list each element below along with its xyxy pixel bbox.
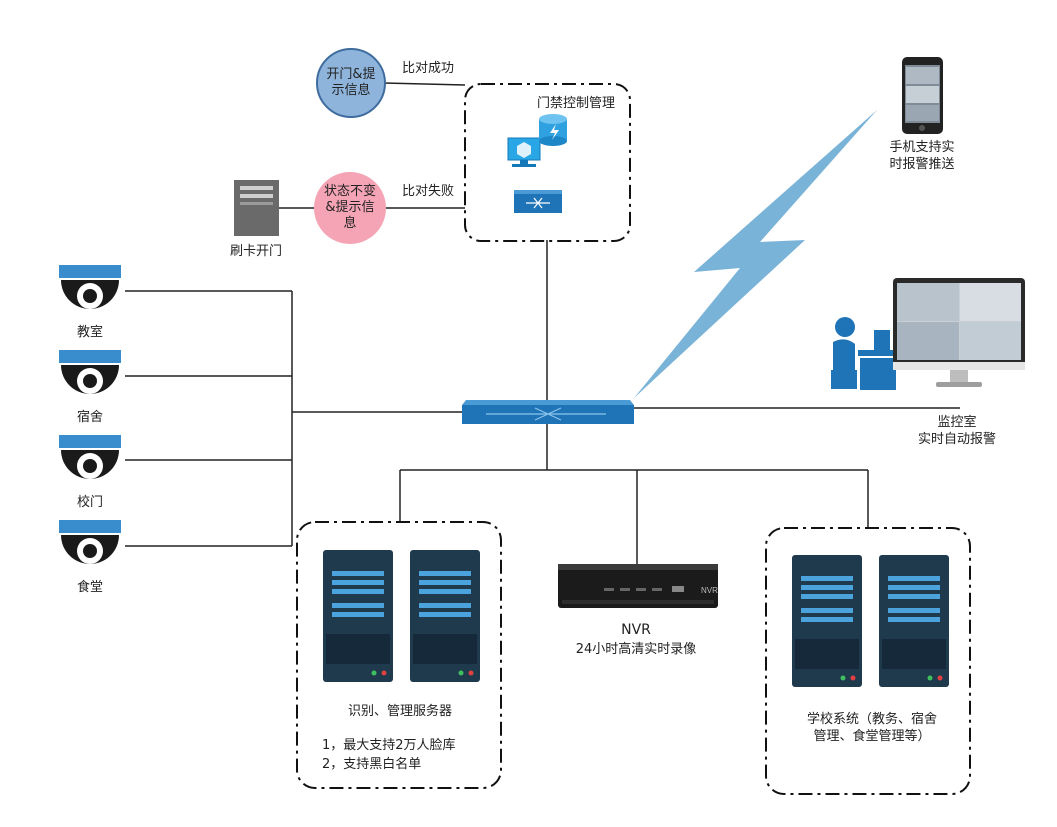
camera-classroom-icon xyxy=(59,265,121,309)
monitor-room-line: 监控室 xyxy=(937,415,977,430)
mobile-label-line: 手机支持实 xyxy=(889,140,955,155)
camera-label-classroom: 教室 xyxy=(76,325,103,340)
success-link-line xyxy=(383,82,466,86)
nvr-brand-text: NVR xyxy=(701,586,718,595)
mobile-label: 手机支持实 时报警推送 xyxy=(872,139,972,173)
server-rack-1-icon xyxy=(323,550,393,682)
fail-node-line: 息 xyxy=(343,216,357,231)
nvr-subtitle: 24小时高清实时录像 xyxy=(575,642,697,657)
wireless-signal-icon xyxy=(634,110,877,398)
recognition-server-box xyxy=(296,521,502,789)
fail-node-text: 状态不变 &提示信 息 xyxy=(314,172,386,244)
school-system-line: 学校系统（教务、宿舍 xyxy=(806,712,937,727)
monitor-operator-icon xyxy=(831,317,896,390)
success-node-line: 开门&提 xyxy=(326,67,376,82)
router-icon xyxy=(514,190,562,213)
server-note: 1，最大支持2万人脸库 xyxy=(322,738,456,753)
success-node-line: 示信息 xyxy=(331,83,371,98)
mobile-phone-icon xyxy=(902,57,943,134)
monitor-screen-icon xyxy=(893,278,1025,387)
fail-link-label: 比对失败 xyxy=(402,184,455,199)
camera-label-canteen: 食堂 xyxy=(76,580,103,595)
server-rack-4-icon xyxy=(879,555,949,687)
camera-label-gate: 校门 xyxy=(76,495,103,510)
recognition-server-title: 识别、管理服务器 xyxy=(347,704,452,719)
fail-node-line: 状态不变 xyxy=(323,184,376,199)
core-switch-icon xyxy=(462,400,634,424)
fail-node-line: &提示信 xyxy=(325,200,375,215)
success-link-label: 比对成功 xyxy=(402,61,455,76)
nvr-device-icon: NVR xyxy=(558,564,718,608)
success-node-text: 开门&提 示信息 xyxy=(317,49,385,117)
connection-lines xyxy=(125,82,960,565)
database-icon xyxy=(539,114,567,146)
recognition-server-notes: 1，最大支持2万人脸库 2，支持黑白名单 xyxy=(322,736,456,774)
success-circle xyxy=(316,48,386,118)
school-system-box xyxy=(765,527,971,795)
access-control-title: 门禁控制管理 xyxy=(537,96,616,111)
monitor-room-line: 实时自动报警 xyxy=(917,432,996,447)
camera-canteen-icon xyxy=(59,520,121,564)
server-rack-2-icon xyxy=(410,550,480,682)
card-reader-icon xyxy=(234,180,279,236)
server-rack-3-icon xyxy=(792,555,862,687)
camera-label-dorm: 宿舍 xyxy=(76,410,103,425)
nvr-title: NVR xyxy=(621,622,651,638)
school-system-label: 学校系统（教务、宿舍 管理、食堂管理等） xyxy=(782,711,962,745)
access-control-box xyxy=(464,83,631,242)
monitor-cube-icon xyxy=(507,137,541,167)
camera-gate-icon xyxy=(59,435,121,479)
monitor-room-label: 监控室 实时自动报警 xyxy=(902,414,1012,448)
school-system-line: 管理、食堂管理等） xyxy=(813,729,931,744)
camera-dorm-icon xyxy=(59,350,121,394)
mobile-label-line: 时报警推送 xyxy=(889,157,955,172)
server-note: 2，支持黑白名单 xyxy=(322,757,422,772)
card-reader-label: 刷卡开门 xyxy=(229,244,282,259)
group-boxes xyxy=(296,83,971,795)
fail-circle xyxy=(314,172,386,244)
